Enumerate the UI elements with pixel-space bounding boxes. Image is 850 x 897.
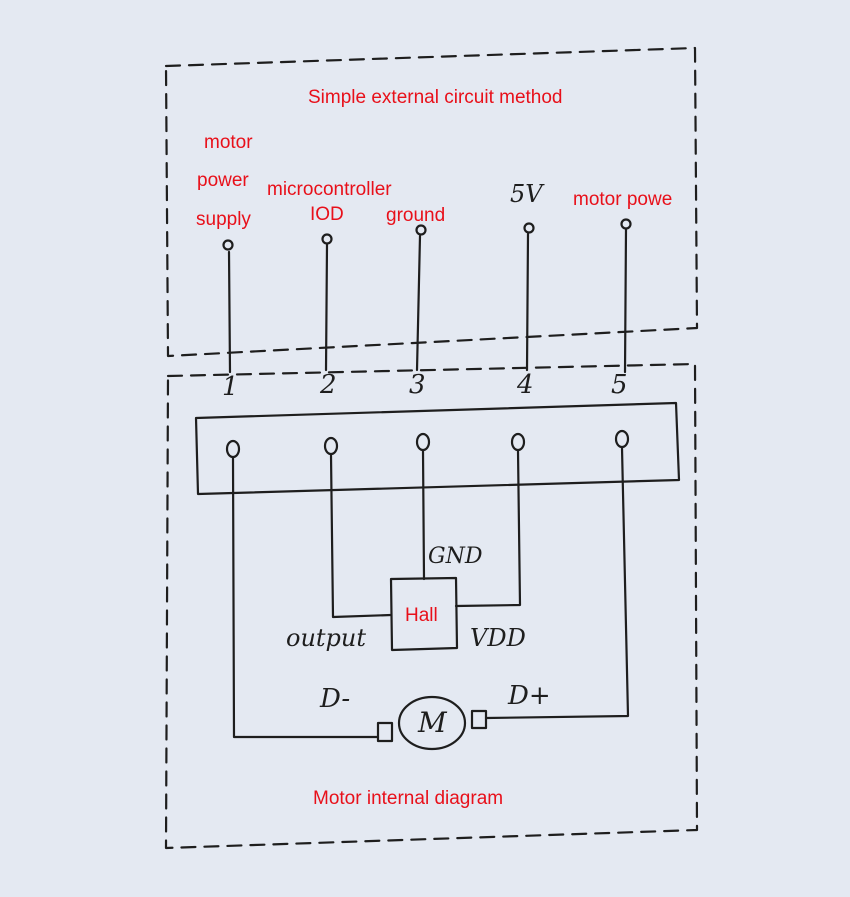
- external-wires: [222, 218, 632, 374]
- hall-vdd-label: VDD: [470, 624, 526, 652]
- motor-power-2-label: motor powe: [573, 189, 673, 210]
- pin-number-5: 5: [611, 370, 628, 400]
- pin-number-1: 1: [222, 372, 239, 402]
- microcontroller-io-label: IOD: [310, 204, 344, 225]
- connector-pins: [225, 429, 630, 459]
- ground-label: ground: [386, 205, 446, 226]
- motor-power-supply-label-line2: power: [197, 170, 249, 191]
- motor-symbol: [376, 695, 488, 751]
- motor-internal-border: [164, 362, 699, 850]
- motor-positive-label: D+: [508, 681, 551, 711]
- pin-number-3: 3: [409, 370, 426, 400]
- external-circuit-title: Simple external circuit method: [308, 87, 563, 108]
- five-volt-label: 5V: [510, 180, 543, 208]
- hall-gnd-label: GND: [428, 544, 483, 569]
- internal-wires: [231, 446, 630, 739]
- motor-power-supply-label-line3: supply: [196, 209, 251, 230]
- hall-sensor-box: [389, 576, 459, 652]
- connector-block: [194, 401, 681, 496]
- external-circuit-border: [164, 46, 699, 358]
- motor-power-supply-label-line1: motor: [204, 132, 253, 153]
- microcontroller-label: microcontroller: [267, 179, 392, 200]
- pin-number-4: 4: [517, 370, 534, 400]
- hall-output-label: output: [286, 624, 367, 652]
- motor-internal-title: Motor internal diagram: [313, 788, 504, 809]
- hall-sensor-label: Hall: [405, 605, 438, 626]
- pin-number-2: 2: [320, 370, 337, 400]
- motor-symbol-label: M: [418, 706, 447, 739]
- motor-negative-label: D-: [320, 684, 351, 714]
